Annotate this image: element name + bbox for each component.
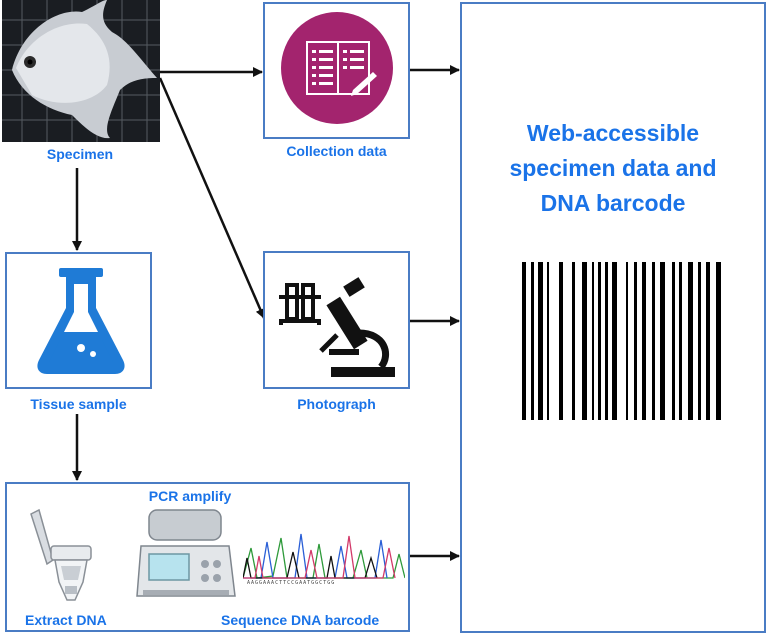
clipboard-form-icon <box>281 12 393 124</box>
collection-data-label: Collection data <box>286 143 387 159</box>
spin-column-icon <box>30 508 92 601</box>
collection-data-box <box>263 2 410 139</box>
result-title-line-2: specimen data and <box>509 155 717 181</box>
arrow-specimen-to-photograph <box>158 77 266 319</box>
photograph-box <box>263 251 410 389</box>
photograph-label: Photograph <box>297 396 376 412</box>
flask-icon <box>37 268 125 374</box>
chromatogram-sequence-text: AAGGAAACTTCCGAATGGCTGG <box>247 580 336 586</box>
pcr-amplify-label: PCR amplify <box>148 488 232 504</box>
fish-photo-icon <box>2 0 160 142</box>
tissue-sample-box <box>5 252 152 389</box>
microscope-icon <box>279 277 395 377</box>
pcr-box: PCR amplify AAGGAAACTTCCGAATGGCTGG Extra… <box>5 482 410 632</box>
result-title-line-3: DNA barcode <box>540 190 686 216</box>
specimen-photo <box>2 0 160 142</box>
specimen-label: Specimen <box>46 146 114 162</box>
extract-dna-label: Extract DNA <box>25 612 107 628</box>
thermocycler-icon <box>136 509 236 597</box>
tissue-sample-label: Tissue sample <box>30 396 127 412</box>
chromatogram-icon <box>243 533 405 579</box>
barcode-icon <box>522 262 721 420</box>
result-title-line-1: Web-accessible <box>526 120 700 146</box>
result-box: Web-accessible specimen data and DNA bar… <box>460 2 766 633</box>
result-title: Web-accessible specimen data and DNA bar… <box>462 116 764 221</box>
sequence-dna-barcode-label: Sequence DNA barcode <box>221 612 380 628</box>
